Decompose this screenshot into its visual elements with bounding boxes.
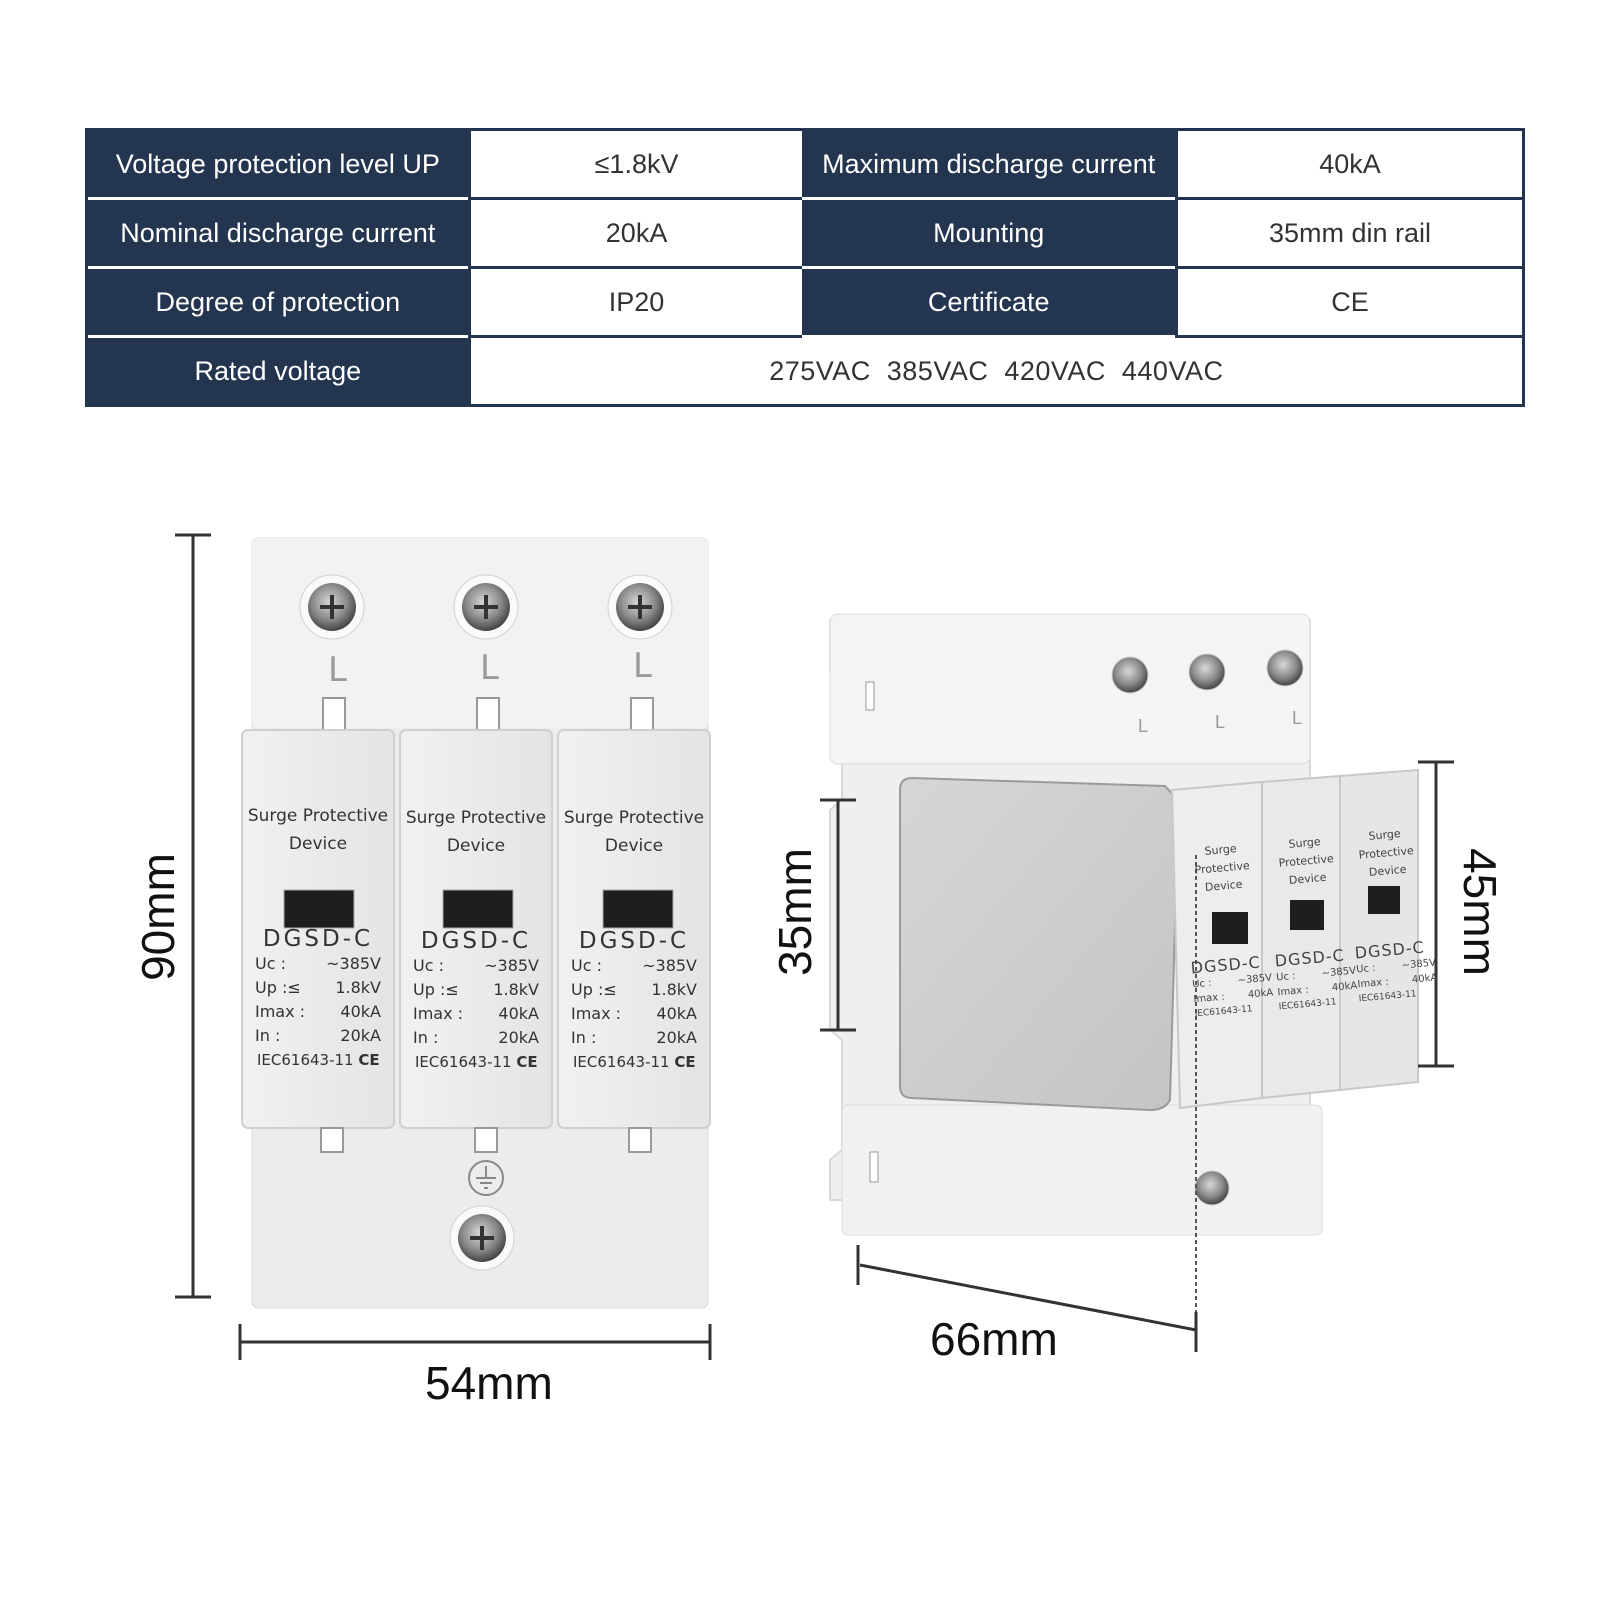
- module-spec: Uc :~385V: [413, 956, 539, 975]
- terminal-label: L: [328, 650, 347, 690]
- module-spec: Imax :40kA: [255, 1002, 381, 1021]
- width-dimension-line: [238, 1324, 712, 1360]
- module-model: DGSD-C: [420, 928, 532, 954]
- module-title: Device: [288, 834, 348, 854]
- module-label: Surge Protective Device DGSD-C Uc :~385V…: [243, 802, 393, 1072]
- spec-value: ≤1.8kV: [467, 131, 803, 200]
- module-model: DGSD-C: [578, 928, 690, 954]
- status-window: [442, 889, 514, 929]
- module-title: Surge Protective: [563, 808, 705, 828]
- terminal-screw-icon: [453, 574, 519, 640]
- depth-dimension-line: [856, 1245, 1198, 1352]
- spec-row: Voltage protection level UP ≤1.8kV Maxim…: [88, 131, 1522, 200]
- spec-key: Nominal discharge current: [88, 200, 468, 269]
- side-module-label: Surge Protective Device DGSD-C Uc :~385V…: [1273, 835, 1358, 1013]
- spec-table: Voltage protection level UP ≤1.8kV Maxim…: [85, 128, 1525, 407]
- module-title: Device: [604, 836, 664, 856]
- side-view: [820, 613, 1454, 1352]
- ce-mark: CE: [358, 1051, 380, 1069]
- spec-key: Voltage protection level UP: [88, 131, 468, 200]
- spec-row: Nominal discharge current 20kA Mounting …: [88, 200, 1522, 269]
- status-window: [283, 889, 355, 929]
- rail-dimension-line: [820, 798, 856, 1032]
- module-spec: Imax :40kA: [413, 1004, 539, 1023]
- spec-row: Degree of protection IP20 Certificate CE: [88, 269, 1522, 338]
- terminal-label: L: [1292, 708, 1303, 728]
- rail-dimension-label: 35mm: [769, 848, 821, 976]
- module-title: Device: [446, 836, 506, 856]
- ce-mark: CE: [516, 1053, 538, 1071]
- module-spec: In :20kA: [413, 1028, 539, 1047]
- terminal-screw-icon: [299, 574, 365, 640]
- spec-value: IP20: [467, 269, 803, 338]
- side-cover: [899, 776, 1180, 1112]
- ce-mark: CE: [674, 1053, 696, 1071]
- module-spec: Up :≤1.8kV: [571, 980, 697, 999]
- spd-module: [1339, 768, 1419, 1092]
- status-window: [1368, 886, 1400, 914]
- spec-key: Mounting: [802, 200, 1175, 269]
- module-spec: Uc :~385V: [571, 956, 697, 975]
- height-dimension-line: [175, 533, 211, 1299]
- status-window: [1290, 900, 1324, 930]
- module-label: Surge Protective Device DGSD-C Uc :~385V…: [401, 804, 551, 1074]
- spec-key: Rated voltage: [88, 338, 468, 404]
- module-spec: In :20kA: [255, 1026, 381, 1045]
- terminal-label: L: [633, 646, 652, 686]
- module-standard: IEC61643-11 CE: [257, 1051, 380, 1069]
- module-spec: Uc :~385V: [255, 954, 381, 973]
- spec-value: 275VAC 385VAC 420VAC 440VAC: [467, 338, 1522, 404]
- module-dimension-line: [1418, 760, 1454, 1068]
- module-model: DGSD-C: [262, 926, 374, 952]
- spec-value: 20kA: [467, 200, 803, 269]
- module-standard: IEC61643-11 CE: [415, 1053, 538, 1071]
- spec-value: 35mm din rail: [1174, 200, 1522, 269]
- spec-key: Maximum discharge current: [802, 131, 1175, 200]
- module-spec: Up :≤1.8kV: [255, 978, 381, 997]
- module-dimension-label: 45mm: [1454, 848, 1506, 976]
- spec-row: Rated voltage 275VAC 385VAC 420VAC 440VA…: [88, 338, 1522, 404]
- ground-screw-icon: [449, 1205, 515, 1271]
- height-dimension-label: 90mm: [132, 853, 184, 981]
- depth-dimension-label: 66mm: [930, 1313, 1058, 1365]
- terminal-label: L: [1138, 716, 1149, 736]
- spec-value: 40kA: [1174, 131, 1522, 200]
- module-title: Surge Protective: [247, 806, 389, 826]
- module-standard: IEC61643-11 CE: [573, 1053, 696, 1071]
- module-spec: In :20kA: [571, 1028, 697, 1047]
- terminal-screw-icon: [607, 574, 673, 640]
- status-window: [1212, 912, 1248, 944]
- module-label: Surge Protective Device DGSD-C Uc :~385V…: [559, 804, 709, 1074]
- terminal-label: L: [1215, 712, 1226, 732]
- front-view: [175, 533, 712, 1360]
- side-module-label: Surge Protective Device DGSD-C Uc :~385V…: [1353, 827, 1438, 1005]
- module-title: Surge Protective: [405, 808, 547, 828]
- status-window: [602, 889, 674, 929]
- width-dimension-label: 54mm: [425, 1357, 553, 1409]
- terminal-label: L: [480, 648, 499, 688]
- side-module-label: Surge Protective Device DGSD-C Uc :~385V…: [1189, 842, 1274, 1020]
- spec-key: Degree of protection: [88, 269, 468, 338]
- spec-value: CE: [1174, 269, 1522, 338]
- module-spec: Imax :40kA: [571, 1004, 697, 1023]
- spd-module: [241, 729, 395, 1129]
- spec-key: Certificate: [802, 269, 1175, 338]
- ground-symbol-icon: [468, 1160, 504, 1196]
- module-spec: Up :≤1.8kV: [413, 980, 539, 999]
